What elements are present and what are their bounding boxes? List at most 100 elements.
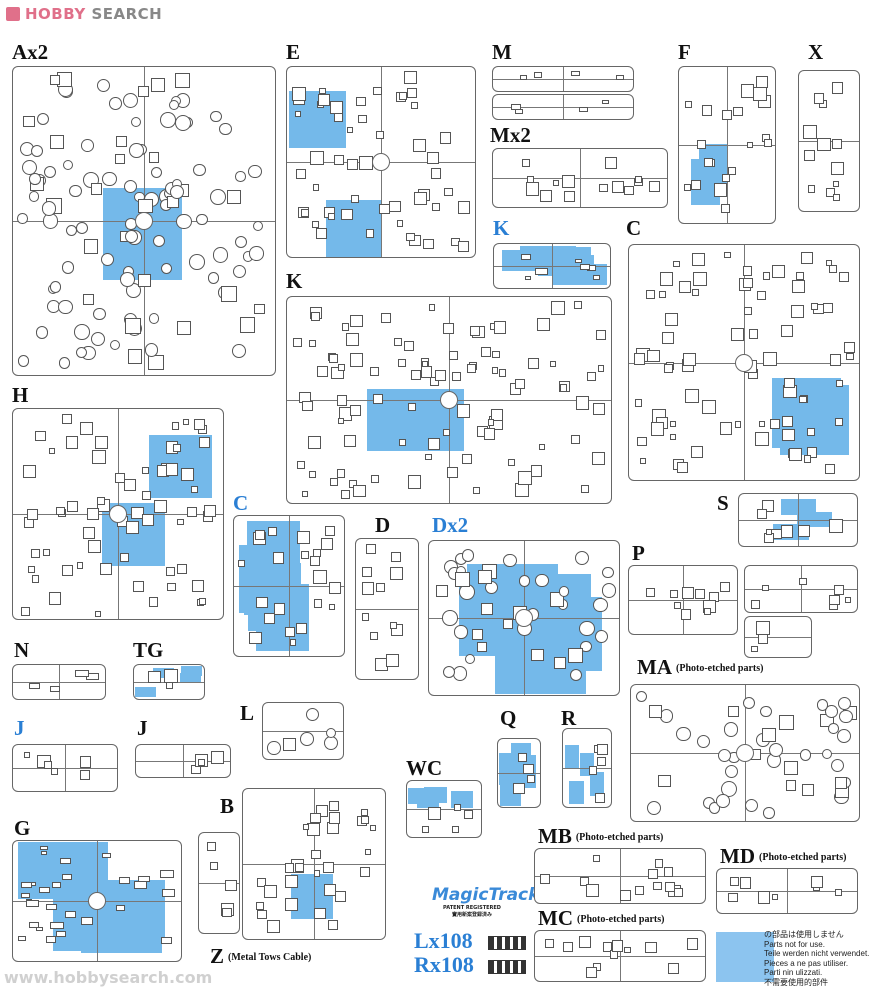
model-part <box>364 848 372 856</box>
model-part <box>296 530 311 545</box>
sprue-frame-q <box>497 738 541 808</box>
model-part <box>174 73 190 89</box>
sprue-label-text: H <box>12 383 29 407</box>
model-part <box>65 436 78 449</box>
model-part <box>748 329 758 339</box>
model-part <box>428 303 436 311</box>
sprue-frame-l <box>262 702 344 760</box>
model-part <box>535 573 550 588</box>
model-part <box>79 770 91 781</box>
sprue-label-f: F <box>678 40 691 65</box>
model-part <box>74 324 90 340</box>
model-part <box>114 473 125 483</box>
model-part <box>770 419 780 429</box>
model-part <box>56 930 67 937</box>
model-part <box>448 350 458 360</box>
model-part <box>727 705 739 717</box>
sprue-label-j-blue: J <box>14 716 25 741</box>
model-part <box>45 936 57 943</box>
model-part <box>648 869 658 879</box>
model-part <box>17 212 28 224</box>
model-part <box>153 500 167 514</box>
model-part <box>806 446 818 458</box>
hobby-search-logo[interactable]: HOBBY SEARCH <box>6 5 162 23</box>
sprue-note: (Photo-etched parts) <box>575 832 664 843</box>
model-part <box>316 228 328 240</box>
model-part <box>684 184 692 192</box>
model-part <box>756 508 767 519</box>
model-part <box>90 332 106 347</box>
model-part <box>150 167 163 179</box>
model-part <box>365 544 376 555</box>
model-part <box>114 153 126 165</box>
model-part <box>142 514 155 527</box>
model-part <box>148 354 164 371</box>
model-part <box>203 504 216 517</box>
sprue-frame-s <box>738 493 858 547</box>
model-part <box>599 183 608 193</box>
runner <box>289 516 290 656</box>
model-part <box>838 271 849 283</box>
runner <box>356 609 418 610</box>
model-part <box>75 346 88 359</box>
model-part <box>598 365 605 372</box>
model-part <box>567 647 583 663</box>
model-part <box>661 332 674 345</box>
sprue-hub <box>735 353 753 372</box>
sprue-frame-mb <box>534 848 706 904</box>
model-part <box>182 418 190 426</box>
model-part <box>96 496 105 505</box>
model-part <box>311 220 319 228</box>
model-part <box>435 585 448 597</box>
model-part <box>570 434 581 445</box>
model-part <box>131 506 144 520</box>
model-part <box>148 670 161 683</box>
model-part <box>517 752 528 763</box>
magic-track-logo: MagicTrack PATENT REGISTERED 實用新案登録済み <box>432 885 540 918</box>
model-part <box>664 312 679 327</box>
model-part <box>35 430 46 442</box>
model-part <box>790 305 804 319</box>
sprue-label-mx2: Mx2 <box>490 123 531 148</box>
model-part <box>743 277 754 288</box>
model-part <box>350 404 361 416</box>
sprue-hub <box>736 744 754 762</box>
model-part <box>693 272 707 286</box>
model-part <box>343 435 356 448</box>
model-part <box>795 272 804 281</box>
model-part <box>393 337 402 346</box>
model-part <box>752 86 767 101</box>
model-part <box>186 506 197 517</box>
runner <box>314 789 315 939</box>
legend-line: Teile werden nicht verwendet. <box>764 949 870 958</box>
sprue-frame-c-blue <box>233 515 345 657</box>
model-part <box>499 369 507 377</box>
model-part <box>323 735 338 751</box>
model-part <box>502 618 513 629</box>
model-part <box>829 519 844 534</box>
model-part <box>370 366 380 376</box>
model-part <box>453 666 468 681</box>
model-part <box>310 150 325 165</box>
model-part <box>58 357 71 369</box>
model-part <box>469 325 480 337</box>
sprue-label-k: K <box>286 269 302 294</box>
sprue-frame-dx2 <box>428 540 620 696</box>
model-part <box>308 436 321 449</box>
runner <box>801 566 802 612</box>
model-part <box>647 349 660 363</box>
model-part <box>728 892 739 903</box>
model-part <box>430 168 442 179</box>
model-part <box>835 417 843 426</box>
model-part <box>193 163 207 177</box>
sprue-label-text: S <box>717 491 729 515</box>
sprue-label-md: MD(Photo-etched parts) <box>720 844 846 869</box>
sprue-label-text: X <box>808 40 824 64</box>
model-part <box>575 551 590 566</box>
model-part <box>672 260 680 268</box>
model-part <box>422 825 430 833</box>
model-part <box>231 344 246 358</box>
model-part <box>138 86 149 97</box>
model-part <box>49 281 62 293</box>
model-part <box>592 451 605 465</box>
